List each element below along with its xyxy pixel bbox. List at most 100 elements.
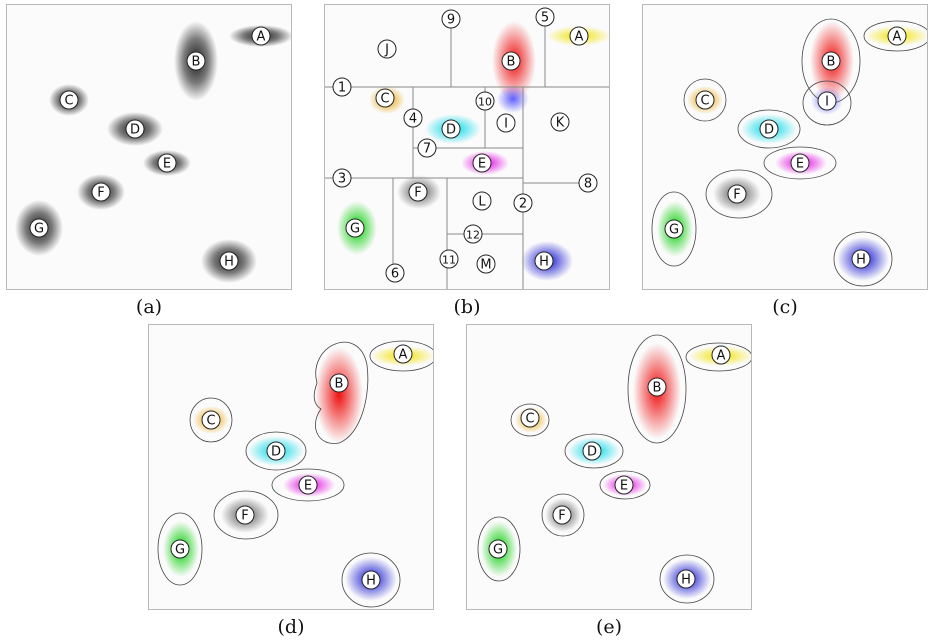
cluster-label-C: C [206, 414, 215, 429]
cluster-label-G-marker [488, 539, 508, 559]
cluster-label-A-marker [887, 26, 907, 46]
cluster-label-A-marker [711, 345, 731, 365]
split-lines [325, 19, 609, 289]
cluster-label-A-marker [569, 26, 589, 46]
caption-e: (e) [595, 616, 623, 638]
cluster-label-D: D [446, 123, 456, 138]
caption-b: (b) [453, 296, 481, 318]
cluster-label-G-marker [29, 218, 49, 238]
cluster-label-A-marker [393, 344, 413, 364]
split-node-3: 3 [338, 172, 346, 187]
cluster-label-C: C [380, 92, 389, 107]
split-node-10: 10 [478, 96, 492, 109]
cluster-label-E-marker [298, 475, 318, 495]
cluster-label-D-marker [441, 119, 461, 139]
cluster-label-E: E [796, 157, 804, 172]
split-node-8-marker [578, 173, 598, 193]
cluster-label-A-marker [251, 26, 271, 46]
split-node-5-marker [535, 7, 555, 27]
cluster-label-F: F [97, 186, 104, 201]
cluster-label-E-marker [157, 153, 177, 173]
cluster-label-A: A [893, 30, 902, 45]
ellipses-c [651, 18, 927, 287]
cluster-label-A: A [717, 349, 726, 364]
cluster-label-B: B [827, 55, 836, 70]
split-node-7-marker [417, 138, 437, 158]
cluster-label-B-marker [821, 51, 841, 71]
blob-b-I [497, 85, 529, 113]
empty-cell-M-marker [476, 254, 496, 274]
cluster-label-C-marker [375, 88, 395, 108]
cluster-label-H: H [224, 255, 234, 270]
cluster-label-B-marker [647, 377, 667, 397]
split-node-6: 6 [391, 267, 399, 282]
cluster-label-D: D [764, 123, 774, 138]
cluster-label-A: A [399, 348, 408, 363]
cluster-label-B-marker [329, 373, 349, 393]
empty-cell-I: I [504, 117, 508, 132]
cluster-label-G: G [175, 543, 185, 558]
split-node-2-marker [513, 193, 533, 213]
cluster-label-F: F [241, 509, 248, 524]
cluster-label-D-marker [125, 119, 145, 139]
cluster-label-B: B [507, 55, 516, 70]
ellipses-e [477, 334, 751, 604]
empty-cell-K: K [556, 116, 565, 131]
split-node-11: 11 [442, 254, 456, 267]
split-node-12-marker [463, 224, 483, 244]
cluster-label-C-marker [201, 410, 221, 430]
cluster-label-E-marker [790, 153, 810, 173]
cluster-label-E: E [620, 479, 628, 494]
cluster-label-H-marker [534, 251, 554, 271]
split-node-7: 7 [423, 142, 431, 157]
cluster-label-I: I [825, 95, 829, 110]
cluster-label-D: D [271, 445, 281, 460]
cluster-label-D-marker [266, 441, 286, 461]
cluster-label-C: C [700, 94, 709, 109]
cluster-label-C: C [64, 94, 73, 109]
split-node-5: 5 [541, 11, 549, 26]
split-node-11-marker [439, 249, 459, 269]
cluster-label-H: H [539, 255, 549, 270]
split-node-2: 2 [519, 197, 527, 212]
cluster-label-D-marker [582, 441, 602, 461]
cluster-label-A: A [257, 30, 266, 45]
cluster-label-G-marker [170, 539, 190, 559]
cluster-label-H-marker [361, 570, 381, 590]
empty-cell-I-marker [496, 113, 516, 133]
cluster-label-H: H [366, 574, 376, 589]
cluster-label-E-marker [614, 475, 634, 495]
split-node-9: 9 [447, 13, 455, 28]
empty-cell-J-marker [377, 39, 397, 59]
cluster-label-E: E [478, 157, 486, 172]
cluster-label-E: E [163, 157, 171, 172]
cluster-label-E-marker [472, 153, 492, 173]
empty-cell-J: J [384, 43, 389, 58]
cluster-label-B: B [192, 55, 201, 70]
cluster-label-D: D [587, 445, 597, 460]
split-node-4-marker [403, 108, 423, 128]
empty-cell-M: M [480, 258, 491, 273]
split-node-10-marker [475, 91, 495, 111]
ellipses-d [157, 340, 433, 608]
cluster-label-E: E [304, 479, 312, 494]
cluster-label-G: G [350, 222, 360, 237]
caption-a: (a) [135, 296, 163, 318]
cluster-label-F: F [558, 509, 565, 524]
cluster-label-G: G [493, 543, 503, 558]
cluster-label-C-marker [695, 90, 715, 110]
empty-cell-L-marker [472, 191, 492, 211]
cluster-label-B-marker [186, 51, 206, 71]
cluster-label-F-marker [408, 182, 428, 202]
cluster-label-C-marker [520, 408, 540, 428]
